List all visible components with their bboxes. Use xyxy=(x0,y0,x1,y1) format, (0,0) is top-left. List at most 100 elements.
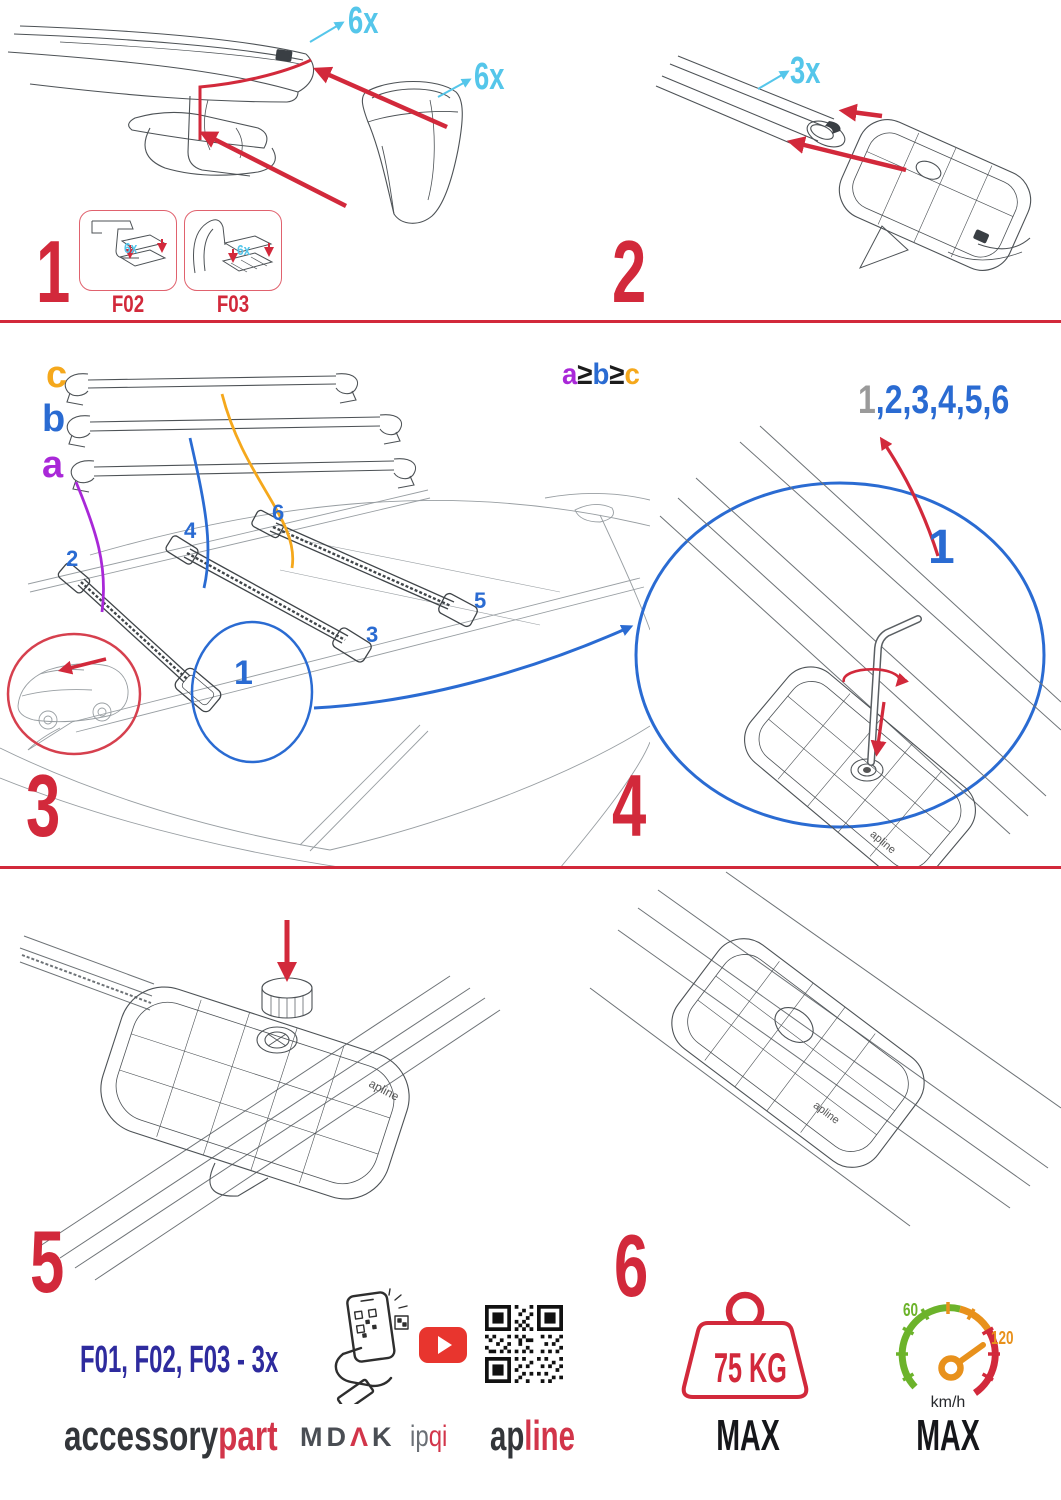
formula-a: a xyxy=(562,358,578,391)
end-cap-drawing xyxy=(361,80,463,224)
brand-patch xyxy=(275,49,293,62)
step6-drawing: apline xyxy=(589,871,1061,1227)
crossbar-c-drawing xyxy=(64,373,359,406)
position-2: 2 xyxy=(66,546,78,571)
qty-label-f03: 6x xyxy=(237,242,251,259)
callout-number: 1 xyxy=(928,521,955,574)
foot-clamp-cap-drawing: apline xyxy=(100,977,410,1200)
red-arrow xyxy=(313,66,448,130)
sequence-first: 1 xyxy=(858,378,876,422)
formula-c: c xyxy=(624,358,640,391)
logo-apline: apline xyxy=(490,1415,575,1457)
logo-apline-red: line xyxy=(524,1412,575,1459)
logo-accessorypart-dark: accessory xyxy=(64,1412,219,1459)
crossbar-end-drawing xyxy=(7,25,315,177)
phone-scan-icon xyxy=(334,1288,409,1404)
qr-code xyxy=(485,1305,563,1383)
leader-curve-c xyxy=(220,393,295,569)
max-load-label: MAX xyxy=(716,1411,780,1460)
leader-line xyxy=(757,70,790,90)
logo-mdak-d1: MD xyxy=(300,1422,350,1452)
step2-number: 2 xyxy=(612,222,646,321)
speedometer-icon xyxy=(896,1302,1000,1396)
step1-number: 1 xyxy=(36,222,70,321)
bar-label-c: c xyxy=(46,354,68,396)
logo-ipqi: ipqi xyxy=(410,1422,447,1452)
sequence-rest: ,2,3,4,5,6 xyxy=(875,378,1010,422)
max-speed-label: MAX xyxy=(916,1411,980,1460)
sequence-arrow xyxy=(879,436,940,557)
qty-label-endcap-2: 6x xyxy=(474,56,505,98)
part-brand-text: apline xyxy=(367,1076,402,1104)
inset-f02-drawing xyxy=(91,220,167,267)
gauge-high-tick-label: 120 xyxy=(991,1328,1014,1348)
parts-note: F01, F02, F03 - 3x xyxy=(80,1339,279,1381)
logo-mdak-d2: K xyxy=(372,1422,396,1452)
tighten-down-arrow xyxy=(870,701,887,757)
step5-number: 5 xyxy=(30,1212,64,1311)
zoom-arrow xyxy=(313,624,634,710)
tighten-sequence: 1,2,3,4,5,6 xyxy=(858,380,1009,420)
leader-line xyxy=(309,21,345,43)
rotation-arrow xyxy=(842,667,909,687)
car-roof-drawing xyxy=(0,489,650,868)
bar-label-b: b xyxy=(42,398,66,440)
roof-position-numbers: 2 4 6 3 5 1 xyxy=(66,500,486,692)
knob-cap-drawing xyxy=(261,977,313,1019)
crossbar-b-drawing xyxy=(66,414,403,448)
logo-apline-dark: ap xyxy=(490,1412,525,1459)
part-code-f02: F02 xyxy=(111,291,145,318)
bar-into-foot-drawing xyxy=(655,55,1032,271)
part-brand-text: apline xyxy=(868,828,898,856)
qty-label-f02: 6x xyxy=(124,240,138,257)
position-5: 5 xyxy=(474,588,486,613)
focus-circle xyxy=(190,620,314,764)
position-4: 4 xyxy=(184,518,197,543)
logo-ipqi-red: qi xyxy=(428,1420,448,1453)
qty-label-endcap: 6x xyxy=(348,0,379,42)
qty-label-bar: 3x xyxy=(790,50,821,92)
leader-curve-a xyxy=(74,481,105,613)
step5-drawing: apline xyxy=(19,920,501,1281)
logo-accessorypart-red: part xyxy=(218,1412,278,1459)
leader-line xyxy=(437,78,472,98)
red-arrow xyxy=(199,131,348,209)
crossbar-a-drawing xyxy=(70,458,417,493)
logo-ipqi-dark: ip xyxy=(410,1420,429,1453)
formula-gte2: ≥ xyxy=(609,358,625,391)
length-formula: a≥b≥c xyxy=(562,360,640,390)
bar-label-a: a xyxy=(42,444,64,486)
logo-mdak-accent: Λ xyxy=(350,1422,373,1452)
rail-lines xyxy=(659,425,1061,835)
red-arrow xyxy=(838,103,883,122)
logo-accessorypart: accessorypart xyxy=(64,1415,278,1457)
finished-foot-drawing: apline xyxy=(671,938,925,1168)
section-divider xyxy=(0,320,1061,323)
step4-drawing: apline xyxy=(634,425,1061,868)
position-1: 1 xyxy=(234,654,253,692)
speed-unit-label: km/h xyxy=(930,1394,966,1411)
leader-curve-b xyxy=(188,437,210,589)
step2-drawing xyxy=(655,55,1032,271)
step3-drawing: 2 4 6 3 5 1 xyxy=(0,373,650,868)
formula-gte1: ≥ xyxy=(577,358,593,391)
step4-number: 4 xyxy=(612,756,646,855)
step6-number: 6 xyxy=(614,1216,648,1315)
direction-arrow xyxy=(57,657,107,675)
position-6: 6 xyxy=(272,500,284,525)
step1-drawing xyxy=(7,21,472,224)
inset-f03-drawing xyxy=(193,219,274,274)
allen-key-drawing xyxy=(867,615,922,766)
mounted-bars-drawing xyxy=(57,509,478,713)
red-arrow xyxy=(786,136,907,173)
section-divider-2 xyxy=(0,866,1061,869)
step1-highlight-and-arrows xyxy=(198,58,448,209)
inset-box-f02: 6x xyxy=(79,210,177,291)
foot-clamp-drawing: apline xyxy=(744,666,976,868)
gauge-low-tick-label: 60 xyxy=(903,1300,919,1320)
youtube-icon xyxy=(419,1327,467,1363)
max-load-icon xyxy=(681,1291,809,1399)
rail-and-bar-lines xyxy=(19,935,501,1281)
rail-lines xyxy=(589,871,1061,1227)
